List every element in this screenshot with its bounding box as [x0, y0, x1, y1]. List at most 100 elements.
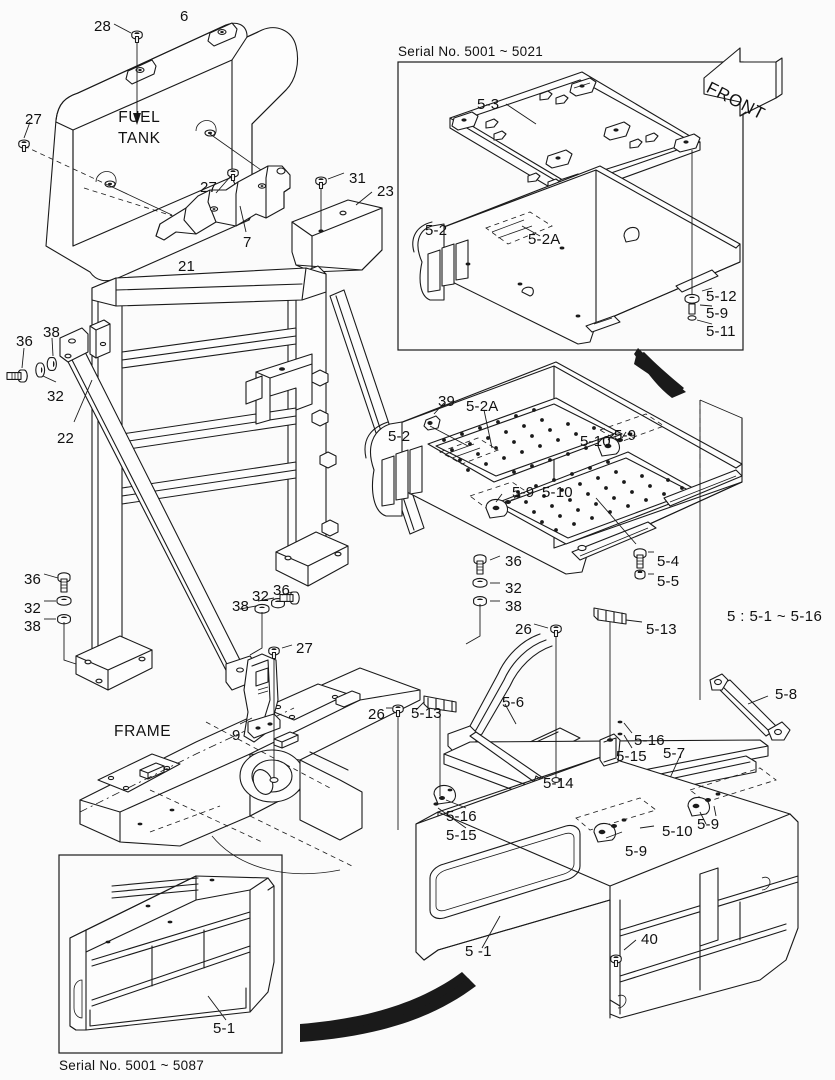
callout-5-15-52: 5-15 [446, 827, 477, 844]
callout-5-3-22: 5-3 [477, 96, 500, 113]
hardware-36-38-32-top [6, 337, 57, 383]
rops-frame-21 [75, 265, 349, 691]
callout-5-15-47: 5-15 [616, 748, 647, 765]
callout-32-10: 32 [47, 388, 65, 405]
callout-36-17: 36 [273, 582, 291, 599]
serial-caption-inset-top: Serial No. 5001 ~ 5021 [398, 44, 544, 59]
hood-clamp-left [575, 797, 657, 843]
callout-36-12: 36 [24, 571, 42, 588]
callout-5-2A-29: 5-2A [466, 398, 499, 415]
strip-5-13-left [415, 695, 457, 796]
canopy-5-2 [412, 165, 741, 345]
callout-5-2A-24: 5-2A [528, 231, 561, 248]
fastener-40 [610, 939, 637, 968]
inset-top-box [397, 61, 744, 351]
callout-38-9: 38 [43, 324, 61, 341]
hinge-tab-1 [125, 59, 157, 85]
callout-31-5: 31 [349, 170, 367, 187]
bracket-7 [155, 165, 291, 241]
fastener-5-5 [634, 569, 654, 580]
callout-36-8: 36 [16, 333, 34, 350]
hardware-38-32-36-right [239, 591, 300, 656]
machine-frame [79, 667, 421, 875]
callout-38-14: 38 [24, 618, 42, 635]
callout-7-4: 7 [243, 234, 252, 251]
callout-5-7-48: 5-7 [663, 745, 686, 762]
main-canopy-5-2 [364, 361, 743, 575]
callout-28-0: 28 [94, 18, 112, 35]
callout-36-35: 36 [505, 553, 523, 570]
callout-21-7: 21 [178, 258, 196, 275]
hinge-tab-2 [207, 22, 238, 47]
callout-27-2: 27 [25, 111, 43, 128]
callout-55-15-16-40: 5 : 5-1 ~ 5-16 [727, 608, 823, 625]
callout-5-9-54: 5-9 [697, 816, 720, 833]
fuel-tank-label-line1: FUEL [118, 109, 161, 126]
fastener-31 [315, 172, 345, 232]
callout-5-12-25: 5-12 [706, 288, 737, 305]
callout-26-41: 26 [515, 621, 533, 638]
clamp-5-9-5-10-lower [469, 481, 531, 519]
callout-27-3: 27 [200, 179, 218, 196]
cover-box-23 [291, 191, 383, 273]
engine-hood-5-1 [415, 607, 799, 1019]
callout-5-1-57: 5 -1 [465, 943, 492, 960]
callout-5-16-51: 5-16 [446, 808, 477, 825]
callout-5-11-27: 5-11 [706, 323, 736, 340]
hood-clamp-right [687, 767, 777, 825]
fuel-tank-label-line2: TANK [118, 129, 161, 147]
callout-5-2-23: 5-2 [425, 222, 448, 239]
callout-5-9-26: 5-9 [706, 305, 729, 322]
hardware-36-32-38-left [43, 572, 77, 665]
callout-5-9-33: 5-9 [512, 484, 535, 501]
serial-caption-inset-bottom: Serial No. 5001 ~ 5087 [59, 1058, 205, 1073]
callout-38-37: 38 [505, 598, 523, 615]
callout-38-15: 38 [232, 598, 250, 615]
callout-26-49: 26 [368, 706, 386, 723]
callout-27-18: 27 [296, 640, 314, 657]
fastener-stack-512-59-511 [684, 150, 713, 325]
hex-nut-stack [311, 369, 339, 537]
callout-5-16-46: 5-16 [634, 732, 665, 749]
callout-32-36: 32 [505, 580, 523, 597]
mount-5-15-5-16-right [599, 720, 633, 767]
callout-5-1-21: 5-1 [213, 1020, 236, 1037]
fastener-28 [113, 23, 143, 125]
callout-FRAME-20: FRAME [114, 723, 172, 740]
bushing-39 [423, 402, 469, 447]
canopy-hardware-36-32-38 [465, 554, 501, 645]
callout-32-16: 32 [252, 588, 270, 605]
callout-5-10-53: 5-10 [662, 823, 693, 840]
callout-5-14-50: 5-14 [543, 775, 574, 792]
callout-22-11: 22 [57, 430, 75, 447]
fastener-5-4 [633, 548, 654, 569]
fastener-27-left [18, 121, 31, 153]
callout-39-28: 39 [438, 393, 456, 410]
callout-6-1: 6 [180, 8, 189, 25]
callout-9-19: 9 [232, 727, 241, 744]
inset-hood-5-1 [69, 875, 275, 1031]
callout-5-9-32: 5-9 [614, 427, 637, 444]
mount-5-15-5-16-left [433, 784, 467, 829]
callout-5-2-30: 5-2 [388, 428, 411, 445]
strip-5-13-right [593, 607, 643, 742]
fastener-26-frame [386, 704, 404, 830]
inset-bottom-box [58, 854, 283, 1054]
callout-5-8-43: 5-8 [775, 686, 798, 703]
clamp-5-9-5-10-upper [597, 413, 665, 457]
callout-5-13-42: 5-13 [646, 621, 677, 638]
fastener-27-frame [268, 644, 293, 783]
diagonal-brace-22 [59, 327, 257, 691]
fuel-tank-cover-assembly [23, 22, 299, 282]
callout-23-6: 23 [377, 183, 395, 200]
fastener-26-hood [533, 623, 562, 783]
callout-5-5-39: 5-5 [657, 573, 680, 590]
callout-5-13-44: 5-13 [411, 705, 442, 722]
callout-5-10-31: 5-10 [580, 433, 611, 450]
callout-5-4-38: 5-4 [657, 553, 680, 570]
fuel-tank-label: FUEL TANK [118, 108, 161, 150]
callout-5-6-45: 5-6 [502, 694, 525, 711]
callout-5-9-55: 5-9 [625, 843, 648, 860]
